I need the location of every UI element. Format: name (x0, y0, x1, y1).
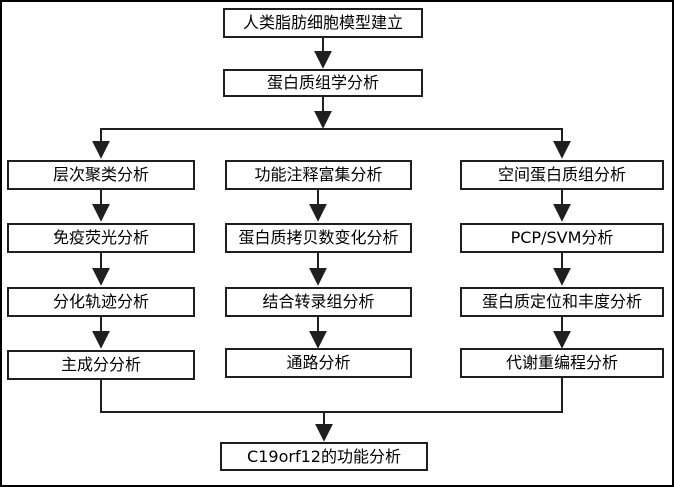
node-metabolic-reprogramming: 代谢重编程分析 (460, 348, 664, 378)
node-proteomics-analysis: 蛋白质组学分析 (223, 69, 423, 97)
node-differentiation-trajectory: 分化轨迹分析 (7, 287, 195, 317)
node-spatial-proteomics: 空间蛋白质组分析 (460, 160, 664, 190)
node-protein-copy-number: 蛋白质拷贝数变化分析 (225, 223, 412, 253)
node-c19orf12-function: C19orf12的功能分析 (220, 442, 428, 471)
node-pcp-svm: PCP/SVM分析 (460, 223, 664, 253)
node-immunofluorescence: 免疫荧光分析 (7, 223, 195, 253)
node-pathway-analysis: 通路分析 (225, 348, 412, 378)
node-protein-localization-abundance: 蛋白质定位和丰度分析 (460, 287, 664, 317)
node-human-adipocyte-model: 人类脂肪细胞模型建立 (223, 8, 423, 38)
node-transcriptome-integration: 结合转录组分析 (225, 287, 412, 317)
node-functional-annotation-enrichment: 功能注释富集分析 (225, 160, 412, 190)
node-principal-component: 主成分分析 (7, 350, 195, 380)
node-hierarchical-clustering: 层次聚类分析 (7, 160, 195, 190)
